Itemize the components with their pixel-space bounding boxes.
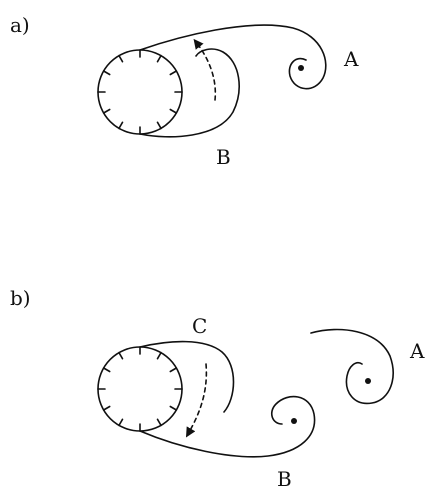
panel-a-upper-shear-layer bbox=[139, 24, 327, 90]
panel-a-vortex-a-core bbox=[298, 65, 304, 71]
panel-a-cylinder-ticks bbox=[97, 49, 183, 135]
panel-b-cylinder bbox=[97, 346, 183, 432]
panel-b-label: b) bbox=[10, 286, 31, 310]
panel-b-label-vortex-c: C bbox=[192, 314, 207, 338]
panel-a-label-vortex-b: B bbox=[216, 145, 231, 169]
panel-a-rotation-arrow bbox=[193, 38, 217, 101]
panel-b-vortex-a bbox=[310, 328, 394, 405]
panel-b-rotation-arrow bbox=[185, 363, 208, 438]
panel-b-cylinder-ticks bbox=[97, 346, 183, 432]
panel-b-lower-shear-layer bbox=[139, 395, 316, 458]
panel-b-vortex-b-core bbox=[291, 418, 297, 424]
panel-b-label-vortex-b: B bbox=[277, 467, 292, 491]
panel-a-label: a) bbox=[10, 13, 30, 37]
panel-a-cylinder bbox=[97, 49, 183, 135]
panel-b-vortex-a-core bbox=[365, 378, 371, 384]
panel-a-label-vortex-a: A bbox=[343, 47, 359, 71]
panel-a: a) A B bbox=[10, 13, 359, 169]
panel-b-label-vortex-a: A bbox=[409, 339, 425, 363]
panel-b: b) C A bbox=[10, 286, 425, 491]
panel-b-upper-shear-layer bbox=[139, 340, 235, 413]
panel-a-lower-shear-layer bbox=[139, 48, 240, 138]
